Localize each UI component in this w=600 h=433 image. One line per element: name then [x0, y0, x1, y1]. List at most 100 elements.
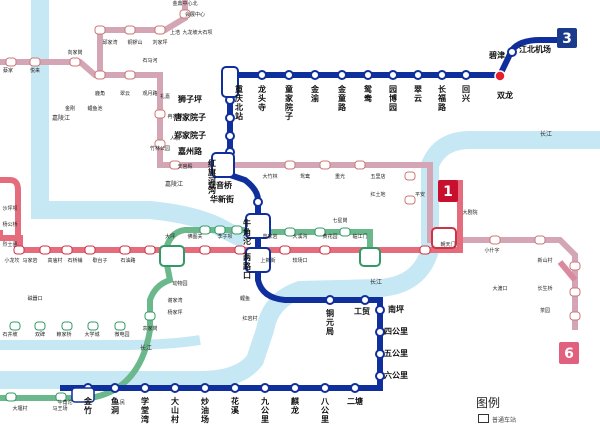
- station-marker: [279, 245, 291, 255]
- station-label: 杨家坪: [167, 309, 182, 316]
- station-label: 黄花园: [322, 233, 337, 240]
- line-3-station-label: 南坪: [388, 304, 404, 314]
- station-dot: [230, 383, 240, 393]
- station-label: 双碑: [35, 331, 45, 338]
- line-3-station-label-char: 堂: [141, 405, 149, 415]
- station-label: 会展中心: [185, 11, 205, 18]
- station-label: 七星岗: [332, 217, 347, 224]
- station-marker: [34, 321, 46, 331]
- line-3-station-label-char: 九: [260, 396, 269, 406]
- line-3-station-label-char: 回: [462, 85, 470, 94]
- line-3-station-label-char: 金: [337, 84, 347, 94]
- station-marker: [9, 321, 21, 331]
- station-marker: [144, 311, 156, 321]
- line-3-station-label-char: 庆: [234, 93, 243, 103]
- line-3-station-label-char: 村: [171, 414, 179, 424]
- station-dot: [325, 295, 335, 305]
- line-3-station-label-char: 寺: [258, 102, 266, 112]
- station-marker: [114, 321, 126, 331]
- station-label: 刘家坪: [152, 39, 167, 46]
- line-3-station-label-char: 长: [438, 84, 447, 94]
- station-label: 平安: [415, 191, 425, 198]
- station-label: 马王场: [52, 405, 67, 412]
- line-3-station-label-char: 福: [437, 93, 446, 103]
- station-label: 牛角沱: [57, 399, 72, 406]
- line-3-station-label-char: 家: [285, 93, 294, 103]
- station-label: 冉家坝: [167, 113, 182, 120]
- station-dot: [257, 70, 267, 80]
- line-6: [557, 260, 578, 282]
- station-dot: [290, 383, 300, 393]
- station-marker: [144, 245, 156, 255]
- station-label: 红土地: [370, 191, 385, 198]
- station-label: 悦来: [30, 67, 40, 74]
- station-marker: [94, 70, 106, 80]
- line-3-station-label-char: 站: [235, 111, 243, 121]
- station-label: 鸳鸯: [300, 173, 310, 180]
- line-3-station-label-char: 兴: [462, 93, 470, 103]
- station-marker: [319, 245, 331, 255]
- interchange-jinzhu-depot: [71, 387, 95, 403]
- line-3-station-label-char: 金: [83, 396, 93, 406]
- line-3-station-label-char: 龙: [290, 405, 299, 415]
- line-3-badge-label: 3: [562, 31, 572, 47]
- interchange-lianglukou: [245, 247, 271, 273]
- station-dot: [337, 70, 347, 80]
- line-3-station-label-char: 局: [325, 327, 334, 336]
- line-3-station-label-char: 洞: [111, 405, 119, 415]
- line-3-station-label-char: 麒: [291, 396, 299, 406]
- station-label: 烈士墓: [2, 241, 17, 248]
- station-dot: [170, 383, 180, 393]
- line-3-station-label-char: 竹: [83, 405, 92, 415]
- station-marker: [154, 139, 166, 149]
- line-3-station-label-char: 龙: [257, 84, 266, 94]
- line-3-station-label: 江北机场: [519, 44, 551, 54]
- station-marker: [29, 57, 41, 67]
- line-3-badge-box: [557, 28, 577, 48]
- station-dot: [140, 383, 150, 393]
- line-3-station-label-char: 路: [243, 261, 252, 271]
- station-dot: [253, 197, 263, 207]
- line-3-station-label-char: 沟: [208, 185, 216, 195]
- line-3-station-label-char: 里: [321, 415, 329, 424]
- line-3-station-label-char: 湾: [141, 414, 149, 424]
- line-3-station-label-char: 头: [258, 93, 266, 103]
- station-label: 重光: [335, 173, 345, 180]
- line-3-station-label-char: 鱼: [111, 396, 119, 406]
- station-marker: [319, 160, 331, 170]
- line-3-station-label: 郑家院子: [174, 130, 206, 140]
- river-label: 长江: [140, 344, 152, 352]
- line-3-station-label-char: 旗: [208, 167, 216, 177]
- station-marker: [231, 225, 243, 235]
- station-marker: [61, 321, 73, 331]
- station-label: 小什字: [484, 247, 499, 254]
- river-changjiang-lower: [0, 335, 201, 350]
- line-3-station-label-char: 山: [171, 405, 179, 415]
- station-label: 观月路: [142, 90, 157, 97]
- station-label: 长生桥: [537, 285, 552, 292]
- line-3-station-label-char: 角: [243, 227, 251, 237]
- station-dot: [350, 383, 360, 393]
- station-dot: [110, 383, 120, 393]
- line-3-station-label-char: 公: [321, 406, 329, 415]
- line-3-station-label-char: 河: [208, 176, 216, 186]
- station-marker: [179, 9, 191, 19]
- other-station-labels: 金鼎中心北会展中心蔡家悦来向家岗鹿角翠云观月路礼嘉冉家坝人和天宫殿大竹林鸳鸯重光…: [2, 0, 552, 412]
- station-marker: [94, 25, 106, 35]
- station-label: 佛图关: [187, 233, 202, 240]
- station-marker: [154, 25, 166, 35]
- station-label: 大石坝: [197, 29, 212, 36]
- station-marker: [534, 235, 546, 245]
- station-dot: [200, 383, 210, 393]
- line-3-station-label: 华新街: [210, 194, 234, 204]
- river-label: 嘉陵江: [52, 114, 70, 122]
- station-dot: [413, 70, 423, 80]
- river-label: 嘉陵江: [165, 180, 183, 188]
- station-label: 蔡家: [3, 67, 13, 74]
- river-label: 长江: [540, 130, 552, 138]
- station-marker: [284, 227, 296, 237]
- station-marker: [339, 227, 351, 237]
- station-marker: [419, 245, 431, 255]
